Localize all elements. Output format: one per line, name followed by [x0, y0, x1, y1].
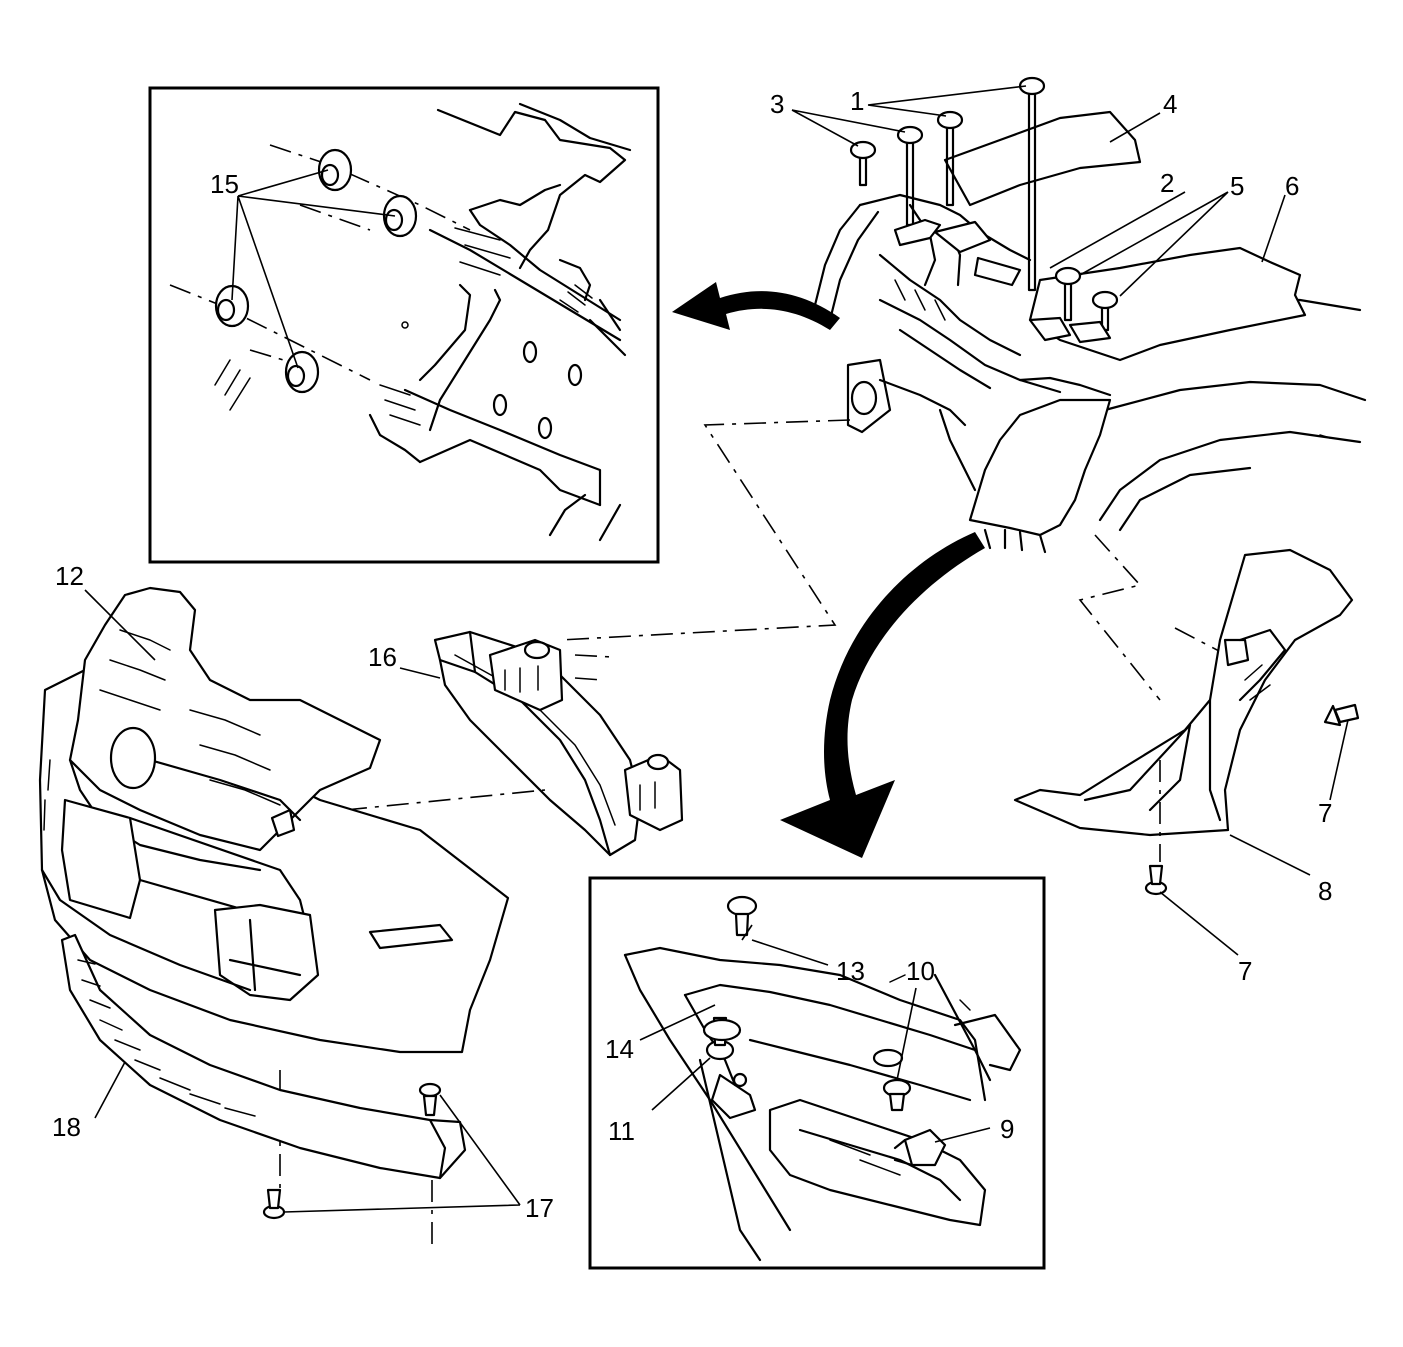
- push-pin-17-b: [262, 1188, 286, 1220]
- vehicle-front-structure: [791, 76, 1367, 554]
- callout-7-upper: 7: [1318, 798, 1332, 828]
- bolt-13: [726, 895, 758, 937]
- push-pin-17-a: [418, 1082, 442, 1117]
- callout-13: 13: [836, 956, 865, 986]
- callout-11: 11: [608, 1116, 635, 1146]
- wheelhouse-liner: [1013, 548, 1360, 956]
- lower-air-deflector: [60, 933, 521, 1250]
- arrow-to-lower-inset: [780, 532, 985, 858]
- push-pin-7-b: [1144, 864, 1168, 896]
- callout-6: 6: [1285, 171, 1299, 201]
- detail-inset-grille-clips: [148, 86, 660, 564]
- callout-5: 5: [1230, 171, 1244, 201]
- clip-15-d: [284, 350, 320, 394]
- bulb-socket-9: [893, 1128, 947, 1167]
- callout-16: 16: [368, 642, 397, 672]
- callout-14: 14: [605, 1034, 634, 1064]
- callout-4: 4: [1163, 89, 1177, 119]
- front-bumper-fascia: [38, 586, 510, 1190]
- arrow-to-upper-inset: [672, 282, 840, 330]
- callout-18: 18: [52, 1112, 81, 1142]
- impact-bar: [399, 630, 684, 857]
- clip-15-a: [317, 148, 353, 192]
- detail-inset-lamp-fasteners: [588, 876, 1046, 1270]
- callout-7-lower: 7: [1238, 956, 1252, 986]
- callout-9: 9: [1000, 1114, 1014, 1144]
- callout-15: 15: [210, 169, 239, 199]
- callout-3: 3: [770, 89, 784, 119]
- bolt-3-a: [849, 140, 877, 187]
- push-pin-7-a: [1323, 703, 1360, 727]
- callout-10: 10: [906, 956, 935, 986]
- callout-17: 17: [525, 1193, 554, 1223]
- callout-1: 1: [850, 86, 864, 116]
- callout-labels: 1 2 3 4 5 6 7 7 8 9 10 11 12 13 14 15 16…: [52, 86, 1332, 1223]
- bolt-5-a: [1054, 266, 1082, 322]
- callout-8: 8: [1318, 876, 1332, 906]
- callout-2: 2: [1160, 168, 1174, 198]
- bolt-3-b: [896, 125, 924, 227]
- clip-15-c: [214, 284, 250, 328]
- callout-12: 12: [55, 561, 84, 591]
